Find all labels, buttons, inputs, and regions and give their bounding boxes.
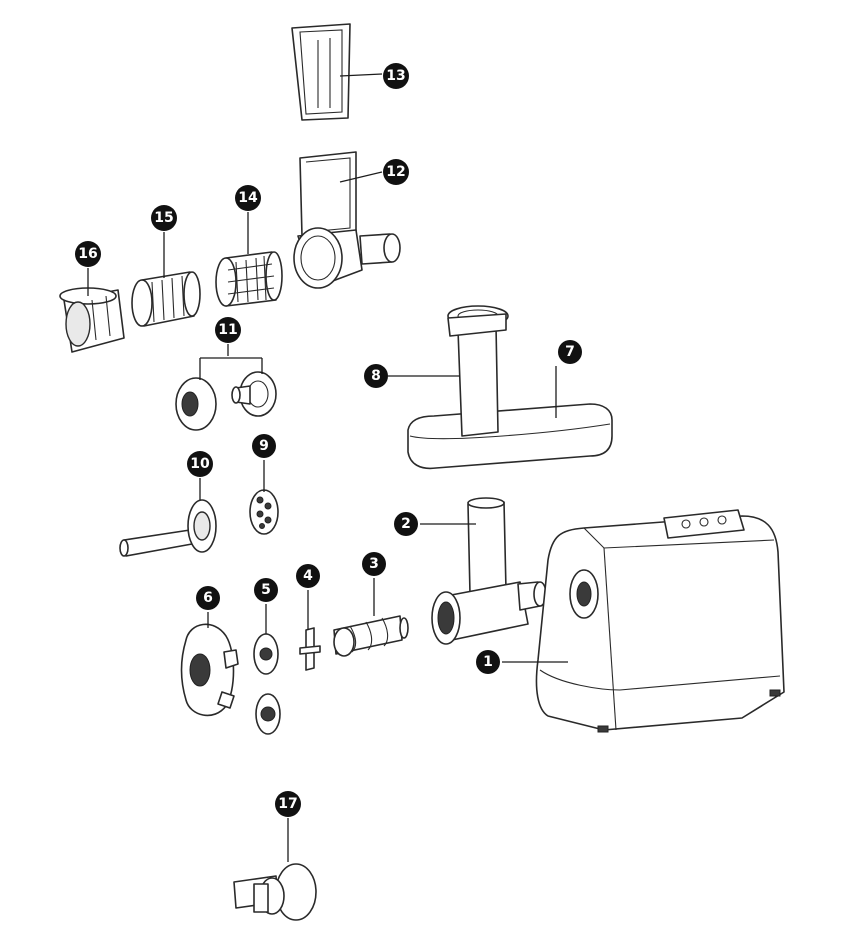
label-11: 11 [215,317,241,343]
part-pusher [291,23,351,121]
label-14: 14 [235,185,261,211]
part-grinder-head [431,497,547,645]
label-16: 16 [75,241,101,267]
part-feed-screw [333,615,409,657]
label-1: 1 [476,650,500,674]
label-3: 3 [362,552,386,576]
part-shredding-drum [131,271,201,327]
label-15: 15 [151,205,177,231]
part-feed-tube [447,305,509,437]
label-12: 12 [383,159,409,185]
label-11-text: 11 [218,322,237,338]
part-extra-attachment [233,863,317,921]
label-8-text: 8 [371,368,381,384]
leader-lines [87,73,568,862]
part-motor-housing [535,509,785,733]
label-6-text: 6 [203,590,213,606]
part-cutting-plate-coarse [249,489,279,535]
label-10: 10 [187,451,213,477]
label-7: 7 [558,340,582,364]
label-9-text: 9 [259,438,269,454]
label-15-text: 15 [154,210,173,226]
label-2-text: 2 [401,516,411,532]
label-17: 17 [275,791,301,817]
label-9: 9 [252,434,276,458]
part-sausage-horn [119,499,217,557]
label-4: 4 [296,564,320,588]
label-8: 8 [364,364,388,388]
label-10-text: 10 [190,456,210,472]
label-3-text: 3 [369,556,379,572]
label-17-text: 17 [278,796,297,812]
label-5: 5 [254,578,278,602]
part-drum-holder [59,287,125,353]
part-grating-drum [215,251,283,307]
part-cutting-blade [299,627,321,671]
label-1-text: 1 [483,654,493,670]
label-6: 6 [196,586,220,610]
part-kubbe-attachment [175,371,277,431]
label-14-text: 14 [238,190,258,206]
part-ring-nut [180,623,239,717]
label-13: 13 [383,63,409,89]
part-hopper-tray [407,403,613,470]
label-2: 2 [394,512,418,536]
label-7-text: 7 [565,344,575,360]
part-cutting-plate [253,633,281,735]
label-4-text: 4 [303,568,313,584]
part-slicer-housing [293,151,401,289]
label-12-text: 12 [386,164,405,180]
label-16-text: 16 [78,246,97,262]
label-5-text: 5 [261,582,271,598]
label-13-text: 13 [386,68,405,84]
